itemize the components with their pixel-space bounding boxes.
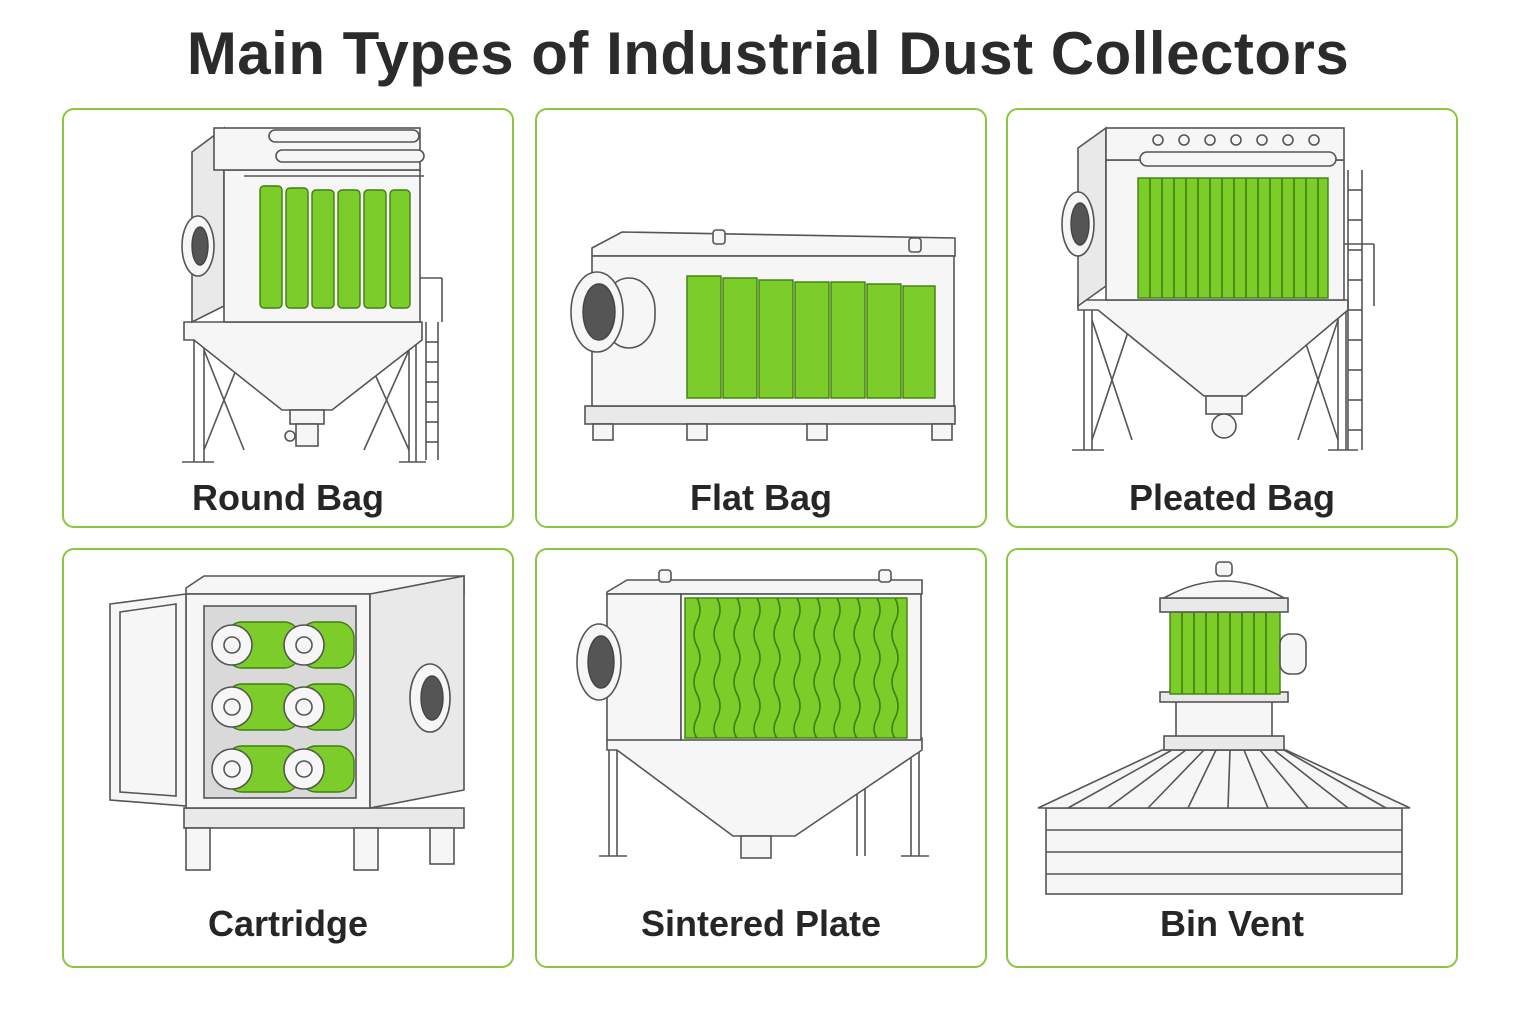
pleated-bag-collector-icon	[1061, 126, 1375, 451]
collector-card-cartridge: Cartridge	[62, 548, 514, 968]
collector-label-cartridge: Cartridge	[207, 903, 369, 944]
collector-card-bin-vent: Bin Vent	[1006, 548, 1458, 968]
collector-card-pleated-bag: Pleated Bag	[1006, 108, 1458, 528]
round-bag-collector-icon	[181, 126, 443, 463]
collector-label-bin-vent: Bin Vent	[1159, 903, 1305, 944]
cartridge-collector-icon	[109, 575, 465, 871]
collector-label-pleated-bag: Pleated Bag	[1128, 477, 1336, 518]
collector-label-flat-bag: Flat Bag	[689, 477, 832, 518]
page-title: Main Types of Industrial Dust Collectors	[186, 20, 1350, 87]
flat-bag-collector-icon	[570, 229, 956, 441]
collector-card-sintered-plate: Sintered Plate	[535, 548, 987, 968]
sintered-plate-collector-icon	[576, 569, 929, 859]
collector-card-round-bag: Round Bag	[62, 108, 514, 528]
collector-label-round-bag: Round Bag	[192, 477, 384, 518]
bin-vent-collector-icon	[1037, 561, 1411, 895]
collector-card-flat-bag: Flat Bag	[535, 108, 987, 528]
collector-label-sintered-plate: Sintered Plate	[640, 903, 882, 944]
